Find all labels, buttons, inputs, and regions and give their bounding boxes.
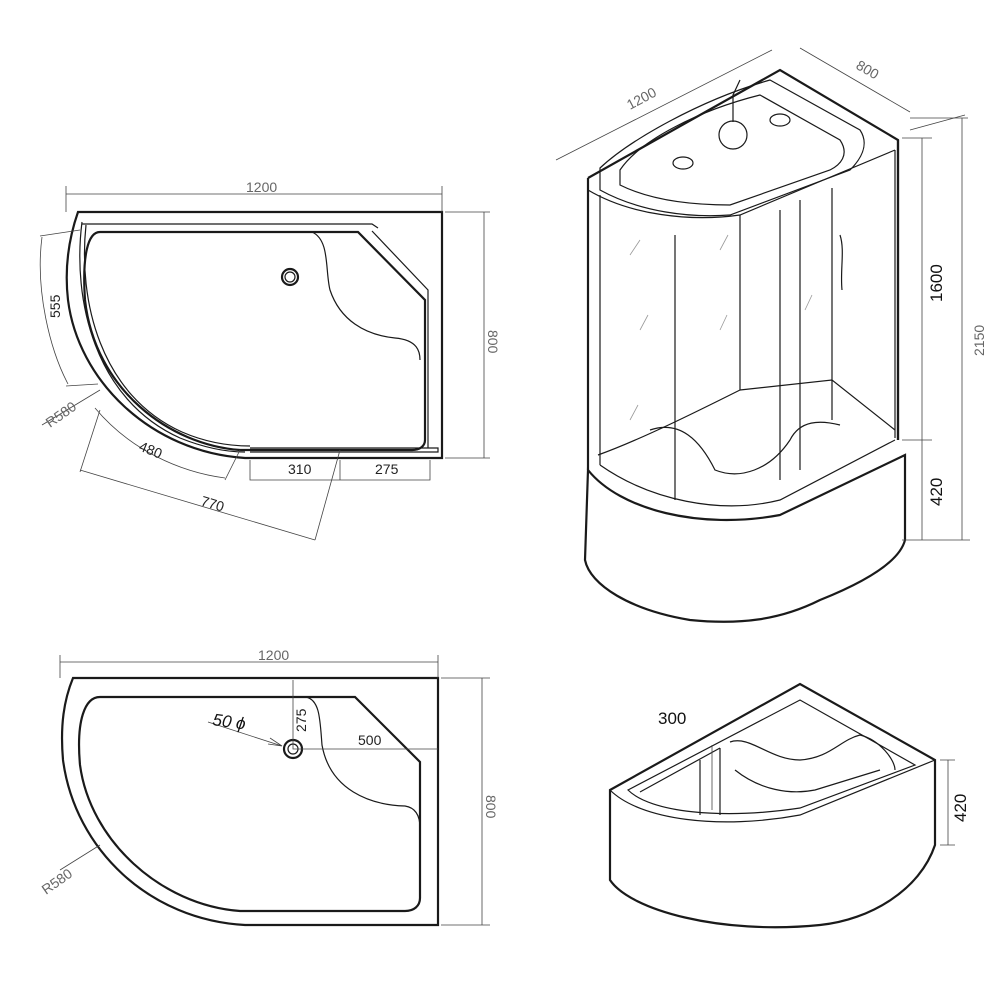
drain-diameter-label: 50 ϕ	[211, 710, 246, 733]
arc-480-label: 480	[137, 438, 165, 462]
tray-radius-label: R580	[39, 865, 76, 897]
plan-view-cabin: 1200 800 555 R580 480 310 275 770	[39, 179, 501, 541]
depth-dimension-label: 800	[485, 330, 501, 354]
tray-isometric-view: 300 420	[608, 682, 970, 929]
plan-view-tray: 1200 800 50 ϕ 275 500 R580	[39, 647, 499, 927]
door-310-label: 310	[288, 461, 312, 477]
panel-275-label: 275	[375, 461, 399, 477]
chord-770-label: 770	[199, 493, 226, 515]
cabin-height-label: 1600	[927, 264, 946, 302]
width-dimension-label: 1200	[246, 179, 277, 195]
total-height-label: 2150	[971, 325, 987, 356]
tray-width-label: 1200	[258, 647, 289, 663]
drain-offset-x-label: 500	[358, 732, 382, 748]
radius-label: R580	[43, 398, 80, 430]
tray-depth-label: 800	[483, 795, 499, 819]
cabin-tray-height-label: 420	[927, 478, 946, 506]
tray-view-height-label: 420	[951, 794, 970, 822]
cabin-isometric-view: 1200 800 1600 2150 420	[555, 47, 987, 623]
cabin-depth-label: 800	[854, 57, 882, 83]
arc-555-label: 555	[47, 294, 63, 318]
drain-offset-y-label: 275	[293, 708, 309, 732]
seat-height-label: 300	[658, 709, 686, 728]
cabin-width-label: 1200	[624, 84, 659, 113]
